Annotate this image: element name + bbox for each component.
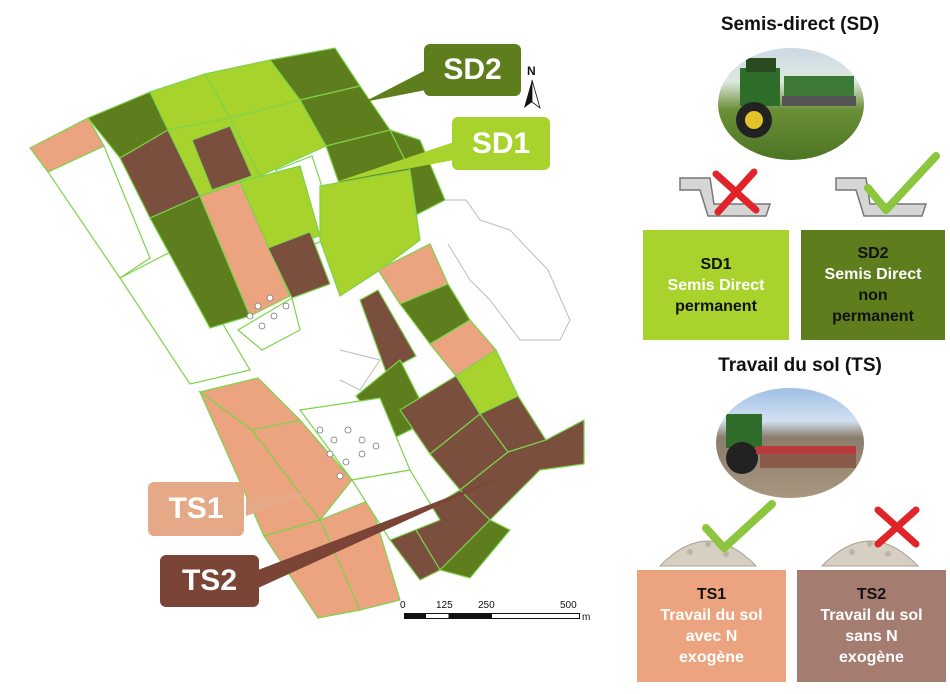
field-outline <box>445 199 571 341</box>
plot-ts1 <box>319 499 401 611</box>
heading-semis-direct: Semis-direct (SD) <box>720 14 880 35</box>
legend-line: permanent <box>832 308 914 325</box>
plot-sd2 <box>438 519 511 579</box>
heading-travail-du-sol: Travail du sol (TS) <box>718 355 882 376</box>
legend-line: permanent <box>675 297 757 315</box>
pointer-ts1 <box>246 492 318 516</box>
legend-code-ts2: TS2 <box>856 586 887 603</box>
legend-code-ts1: TS1 <box>696 586 727 603</box>
check-icon <box>702 500 776 552</box>
legend-line: Semis Direct <box>824 266 922 283</box>
legend-line: sans N <box>845 628 898 645</box>
plot-ts2 <box>191 125 253 191</box>
legend-line: non <box>858 287 888 304</box>
legend-line: Travail du sol <box>820 607 923 624</box>
check-icon <box>864 152 940 214</box>
plot-white <box>119 247 251 385</box>
scale-tick-500: 500 <box>560 600 577 611</box>
scale-bar: 0 125 250 500 m <box>400 600 590 625</box>
north-arrow <box>524 79 541 110</box>
legend-line: exogène <box>839 649 904 666</box>
pointer-sd1 <box>336 142 454 182</box>
scale-tick-125: 125 <box>436 600 453 611</box>
tractor-photo-ts <box>716 388 864 498</box>
plot-ts1 <box>29 117 105 173</box>
callout-sd2: SD2 <box>424 44 521 96</box>
plot-ts2 <box>359 289 417 373</box>
legend-box-sd1: SD1 Semis Direct permanent <box>643 230 789 340</box>
plot-ts2 <box>267 231 331 299</box>
scale-tick-0: 0 <box>400 600 406 611</box>
plot-white <box>236 297 301 351</box>
legend-line: Travail du sol <box>660 607 763 624</box>
fertilizer-pile-icon <box>658 540 758 567</box>
cross-icon <box>712 168 760 216</box>
fertilizer-pile-icon <box>820 540 920 567</box>
legend-code-sd2: SD2 <box>857 245 889 262</box>
pointer-ts2 <box>258 476 504 588</box>
legend-box-ts1: TS1 Travail du sol avec N exogène <box>637 570 786 682</box>
field-plots <box>29 47 585 619</box>
field-map <box>29 47 585 619</box>
legend-line: exogène <box>679 649 744 666</box>
field-outline <box>339 349 381 391</box>
scale-unit: m <box>582 612 591 623</box>
tractor-photo-sd <box>718 48 864 160</box>
plot-white <box>351 469 441 541</box>
callout-sd1: SD1 <box>452 117 550 170</box>
scale-tick-250: 250 <box>478 600 495 611</box>
callout-pointers <box>246 70 504 588</box>
legend-box-ts2: TS2 Travail du sol sans N exogène <box>797 570 946 682</box>
scale-bar-segments <box>404 613 580 619</box>
plot-ts1 <box>199 181 291 317</box>
north-label: N <box>527 64 536 78</box>
callout-ts2: TS2 <box>160 555 259 607</box>
legend-line: Semis Direct <box>667 276 765 294</box>
legend-box-sd2: SD2 Semis Direct non permanent <box>801 230 945 340</box>
callout-ts1: TS1 <box>148 482 244 536</box>
pointer-sd2 <box>364 70 426 102</box>
legend-line: avec N <box>685 628 738 645</box>
cross-icon <box>874 506 920 548</box>
orchard-symbols <box>246 294 380 480</box>
legend-code-sd1: SD1 <box>700 255 732 273</box>
